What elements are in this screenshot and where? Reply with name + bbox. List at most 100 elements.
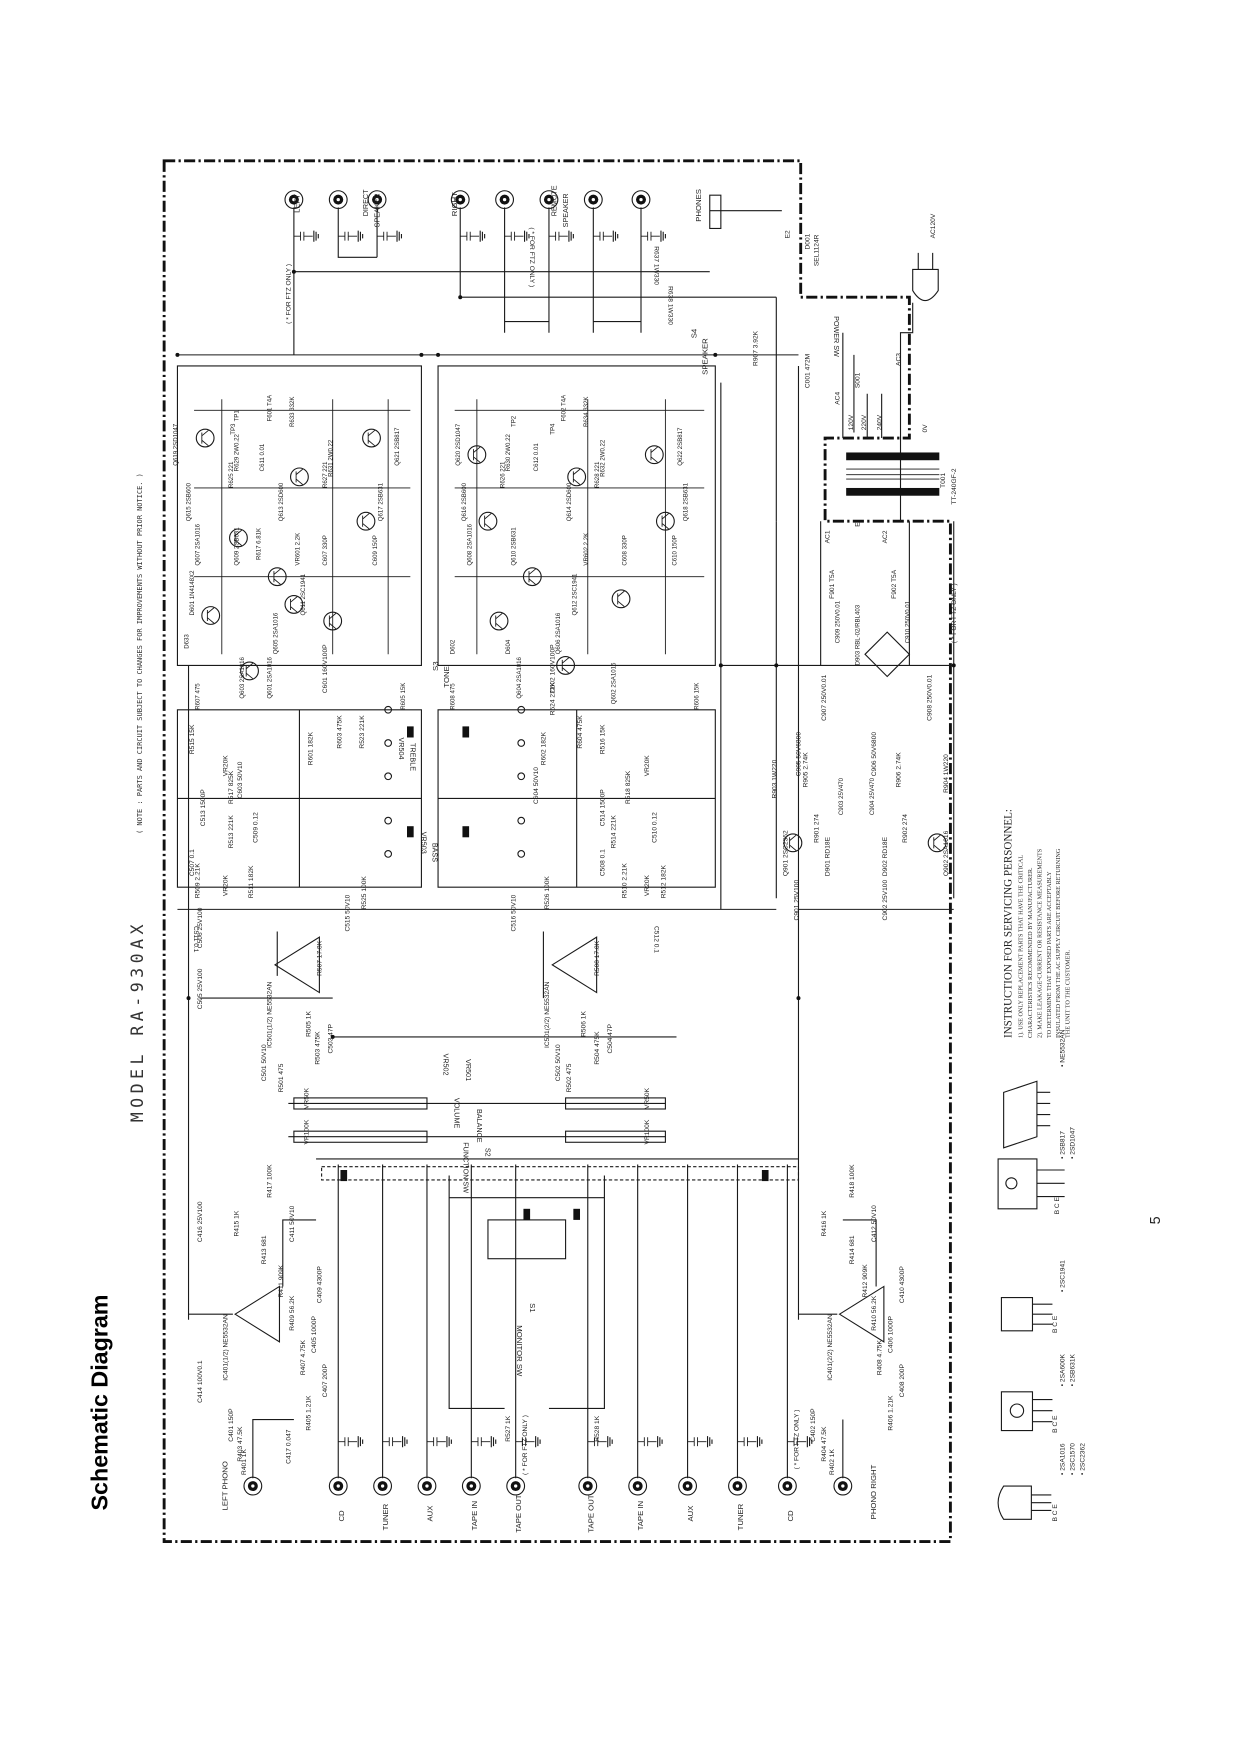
vr100k-left-pot[interactable]	[293, 1130, 428, 1143]
output-jack[interactable]	[539, 190, 559, 210]
switch-actuator[interactable]	[462, 726, 470, 738]
preamp-label: R506 1K	[581, 1011, 588, 1037]
switch-actuator[interactable]	[761, 1169, 769, 1182]
output-stage-label: Q617 2SB631	[378, 482, 385, 521]
capacitor-icon	[471, 1437, 491, 1447]
input-jack-label: LEFT PHONO	[220, 1461, 229, 1510]
preamp-label: C504 47P	[607, 1023, 614, 1053]
output-stage-label: Q612 2SC1941	[572, 573, 579, 616]
input-jack[interactable]	[243, 1476, 263, 1496]
tone-control-label: R524 221K	[550, 682, 557, 716]
input-jack-label: TUNER	[736, 1503, 745, 1530]
output-jack[interactable]	[495, 190, 515, 210]
phono-amp-label: R405 1.21K	[306, 1395, 313, 1431]
package-pin-label: • 2SA1016	[1060, 1443, 1067, 1475]
tone-control-label: R510 2.21K	[622, 863, 629, 899]
power-supply-label: 120V	[848, 414, 855, 430]
input-jack[interactable]	[777, 1476, 797, 1496]
vr100k-right-pot[interactable]	[565, 1130, 666, 1143]
output-jack[interactable]	[583, 190, 603, 210]
switch-actuator[interactable]	[573, 1208, 581, 1220]
output-jack[interactable]	[284, 190, 304, 210]
output-stage-label: Q604 2SA1016	[516, 656, 523, 698]
input-jack[interactable]	[578, 1476, 598, 1496]
junction-dot	[713, 352, 718, 357]
junction-dot	[186, 996, 191, 1001]
input-jack[interactable]	[506, 1476, 526, 1496]
switch-actuator[interactable]	[407, 726, 414, 738]
phono-amp-label: R416 1K	[821, 1210, 828, 1236]
input-jack[interactable]	[461, 1476, 481, 1496]
transistor-icon	[467, 445, 487, 465]
output-jack[interactable]	[328, 190, 348, 210]
phono-amp-label: C411 50V10	[289, 1205, 296, 1242]
phono-amp-label: R527 1K	[505, 1415, 512, 1441]
power-supply-label: Q902 2SA1016	[943, 830, 950, 876]
output-label: REMOTE	[550, 185, 559, 216]
phono-amp-label: C416 25V100	[197, 1201, 204, 1242]
input-jack-label: AUX	[426, 1506, 435, 1522]
capacitor-icon	[515, 1437, 535, 1447]
input-jack[interactable]	[628, 1476, 648, 1496]
phono-amp-label: C412 50V10	[871, 1205, 878, 1242]
ic502-opamp	[551, 936, 598, 994]
switch-actuator[interactable]	[523, 1208, 531, 1220]
phono-amp-label: R413 681	[261, 1235, 268, 1264]
power-supply-label: 240V	[877, 414, 884, 430]
output-jack[interactable]	[450, 190, 470, 210]
tone-control-label: VR503	[419, 832, 428, 854]
preamp-label: R508 17.8K	[594, 940, 601, 976]
package-pin-label: • NE5532AN	[1060, 1029, 1067, 1067]
balance-pot-right[interactable]	[565, 1097, 666, 1110]
input-jack[interactable]	[833, 1476, 853, 1496]
capacitor-icon	[641, 231, 660, 241]
output-stage-label: R629 2W0.22	[233, 434, 240, 472]
tone-control-label: VR504	[397, 737, 406, 759]
tone-control-label: C509 0.12	[252, 812, 259, 843]
transistor-icon	[240, 661, 259, 681]
function-switch[interactable]	[321, 1166, 800, 1181]
capacitor-icon	[548, 231, 568, 241]
instruction-line: TO DETERMINE THAT EXPOSED PARTS ARE ACCE…	[1046, 871, 1053, 1038]
input-jack[interactable]	[678, 1476, 698, 1496]
capacitor-icon	[587, 1437, 607, 1447]
junction-dot	[291, 269, 296, 274]
phono-amp-label: R528 1K	[594, 1415, 601, 1441]
preamp-label: VOLUME	[453, 1098, 462, 1129]
capacitor-icon	[787, 1437, 807, 1447]
phones-jack[interactable]	[709, 194, 722, 230]
power-supply-label: C905 50V6800	[796, 732, 803, 777]
power-supply-label: AC4	[835, 392, 842, 405]
power-supply-label: D903 RBL-02/RBL403	[854, 604, 861, 665]
phono-amp-label: C414 100V0.1	[197, 1360, 204, 1403]
package-pin-label: • 2SA600K	[1060, 1353, 1067, 1386]
output-stage-label: Q605 2SA1016	[272, 612, 279, 654]
input-jack[interactable]	[728, 1476, 747, 1496]
input-jack[interactable]	[417, 1476, 437, 1496]
switch-actuator[interactable]	[462, 826, 470, 838]
junction-dot	[436, 352, 441, 357]
input-jack[interactable]	[328, 1476, 348, 1496]
tone-control-label: C508 0.1	[599, 849, 606, 876]
switch-actuator[interactable]	[407, 826, 414, 838]
balance-pot-left[interactable]	[293, 1097, 428, 1110]
phono-amp-label: R414 681	[849, 1235, 856, 1264]
output-stage-label: Q619 2SD1047	[172, 423, 179, 466]
output-jack[interactable]	[367, 190, 387, 210]
output-label: LEFT	[292, 194, 301, 213]
dynamic-marks	[175, 190, 956, 1496]
model-label: MODEL RA-930AX	[128, 920, 147, 1122]
switch-actuator[interactable]	[340, 1169, 348, 1182]
package-pin-label: • 2SC2362	[1080, 1443, 1087, 1475]
phono-amp-label: R418 100K	[849, 1164, 856, 1198]
power-supply-label: C902 25V100	[882, 880, 889, 921]
power-supply-label: E	[854, 522, 861, 527]
switch-contact	[517, 850, 526, 858]
ground-icon	[706, 1436, 713, 1448]
power-supply-label: C901 25V100	[793, 880, 800, 921]
instruction-line: 2). MAKE LEAKAGE-CURRENT OR RESISTANCE M…	[1036, 848, 1043, 1038]
input-jack[interactable]	[373, 1476, 393, 1496]
monitor-switch[interactable]	[487, 1219, 567, 1260]
output-stage-label: D604	[505, 639, 512, 654]
output-jack[interactable]	[631, 190, 651, 210]
